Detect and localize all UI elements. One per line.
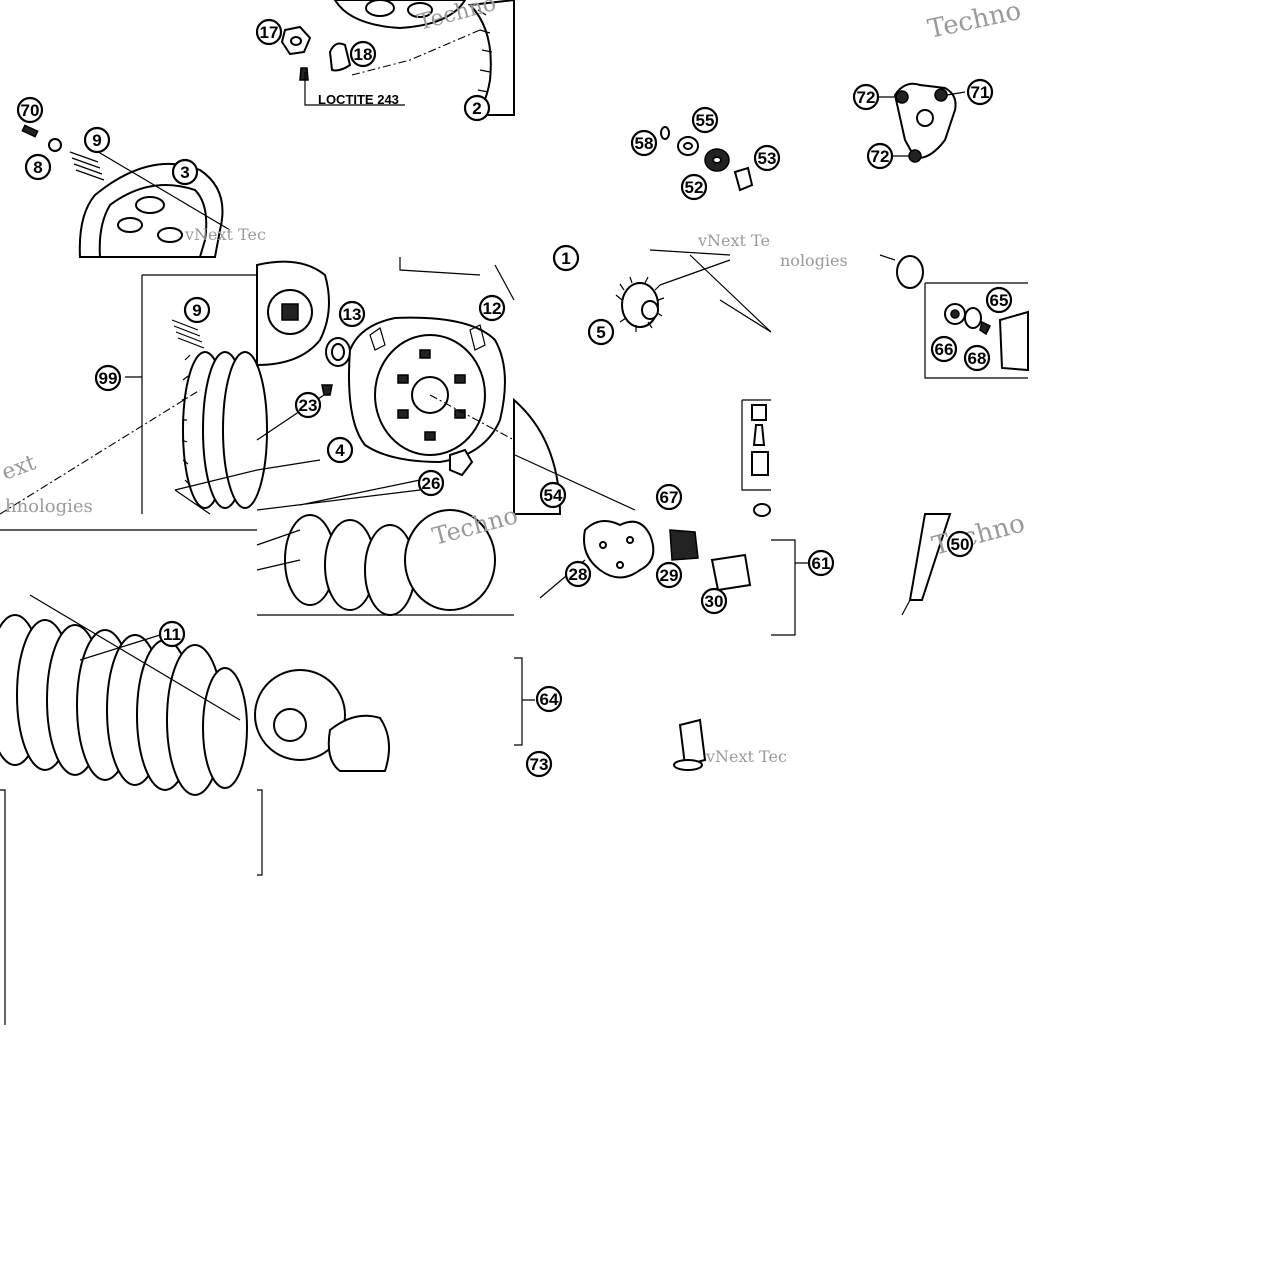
callout-61: 61 xyxy=(807,549,835,577)
callout-8: 8 xyxy=(24,153,52,181)
callout-73: 73 xyxy=(525,750,553,778)
callout-70: 70 xyxy=(16,96,44,124)
bearing-parts-drawing xyxy=(539,520,808,771)
callout-12: 12 xyxy=(478,294,506,322)
clutch-pack-drawing xyxy=(0,274,268,515)
svg-text:64: 64 xyxy=(540,690,559,709)
callout-1: 1 xyxy=(552,244,580,272)
svg-text:55: 55 xyxy=(696,111,715,130)
callout-72: 72 xyxy=(866,142,894,170)
svg-text:50: 50 xyxy=(951,535,970,554)
svg-text:28: 28 xyxy=(569,565,588,584)
spring xyxy=(69,151,105,181)
callout-23: 23 xyxy=(294,391,322,419)
svg-text:71: 71 xyxy=(971,83,990,102)
clutch-plates-drawing xyxy=(0,529,257,796)
svg-text:9: 9 xyxy=(92,131,101,150)
svg-text:70: 70 xyxy=(21,101,40,120)
svg-text:3: 3 xyxy=(180,163,189,182)
callout-71: 71 xyxy=(966,78,994,106)
svg-text:30: 30 xyxy=(705,592,724,611)
callout-9: 9 xyxy=(83,126,111,154)
clutch-basket-drawing xyxy=(256,257,515,511)
svg-text:23: 23 xyxy=(299,396,318,415)
pressure-plate-drawing xyxy=(21,124,231,258)
watermark: vNext Tec xyxy=(705,747,787,766)
callout-50: 50 xyxy=(946,530,974,558)
svg-text:72: 72 xyxy=(857,88,876,107)
callout-18: 18 xyxy=(349,40,377,68)
callout-68: 68 xyxy=(963,344,991,372)
callout-11: 11 xyxy=(158,620,186,648)
svg-text:18: 18 xyxy=(354,45,373,64)
svg-text:17: 17 xyxy=(260,23,279,42)
lower-fragments xyxy=(0,789,263,1025)
watermark: vNext Te xyxy=(697,231,770,250)
svg-text:52: 52 xyxy=(685,178,704,197)
loctite-note: LOCTITE 243 xyxy=(318,92,399,107)
svg-text:99: 99 xyxy=(99,369,118,388)
lever-bracket-drawing xyxy=(878,82,966,163)
callout-53: 53 xyxy=(753,144,781,172)
callout-58: 58 xyxy=(630,129,658,157)
svg-text:11: 11 xyxy=(163,625,181,644)
watermark: hnologies xyxy=(5,496,93,517)
svg-text:5: 5 xyxy=(596,323,605,342)
svg-text:13: 13 xyxy=(343,305,362,324)
svg-text:66: 66 xyxy=(935,340,954,359)
svg-text:1: 1 xyxy=(561,249,570,268)
callout-54: 54 xyxy=(539,481,567,509)
callout-55: 55 xyxy=(691,106,719,134)
callout-99: 99 xyxy=(94,364,122,392)
svg-text:4: 4 xyxy=(335,441,345,460)
svg-text:53: 53 xyxy=(758,149,777,168)
callout-30: 30 xyxy=(700,587,728,615)
gear-shaft-drawing xyxy=(513,259,772,517)
svg-text:65: 65 xyxy=(990,291,1009,310)
callouts: 17 18 2 70 9 8 3 55 58 52 53 72 71 72 99… xyxy=(16,18,1013,778)
svg-text:68: 68 xyxy=(968,349,987,368)
callout-28: 28 xyxy=(564,560,592,588)
callout-5: 5 xyxy=(587,318,615,346)
watermark: vNext Tec xyxy=(184,225,266,244)
callout-67: 67 xyxy=(655,483,683,511)
callout-65: 65 xyxy=(985,286,1013,314)
callout-26: 26 xyxy=(417,469,445,497)
watermark: ext xyxy=(0,450,39,485)
plates-sprocket-drawing xyxy=(254,509,535,772)
svg-text:67: 67 xyxy=(660,488,679,507)
callout-9: 9 xyxy=(183,296,211,324)
svg-text:9: 9 xyxy=(192,301,201,320)
callout-64: 64 xyxy=(535,685,563,713)
watermark: Techno xyxy=(925,0,1024,45)
callout-52: 52 xyxy=(680,173,708,201)
svg-text:29: 29 xyxy=(660,566,679,585)
callout-17: 17 xyxy=(255,18,283,46)
callout-3: 3 xyxy=(171,158,199,186)
callout-66: 66 xyxy=(930,335,958,363)
svg-text:12: 12 xyxy=(483,299,502,318)
svg-text:58: 58 xyxy=(635,134,654,153)
shaft-drawing xyxy=(901,513,952,616)
small-parts-drawing xyxy=(649,126,772,333)
svg-text:8: 8 xyxy=(33,158,42,177)
svg-text:26: 26 xyxy=(422,474,441,493)
loctite-label: LOCTITE 243 xyxy=(318,92,399,107)
callout-4: 4 xyxy=(326,436,354,464)
svg-text:61: 61 xyxy=(812,554,831,573)
callout-29: 29 xyxy=(655,561,683,589)
callout-2: 2 xyxy=(463,94,491,122)
svg-text:54: 54 xyxy=(544,486,563,505)
callout-72: 72 xyxy=(852,83,880,111)
svg-text:72: 72 xyxy=(871,147,890,166)
svg-text:73: 73 xyxy=(530,755,549,774)
callout-13: 13 xyxy=(338,300,366,328)
pump-parts-drawing xyxy=(879,254,1029,379)
watermark: nologies xyxy=(780,251,848,270)
svg-text:2: 2 xyxy=(472,99,481,118)
